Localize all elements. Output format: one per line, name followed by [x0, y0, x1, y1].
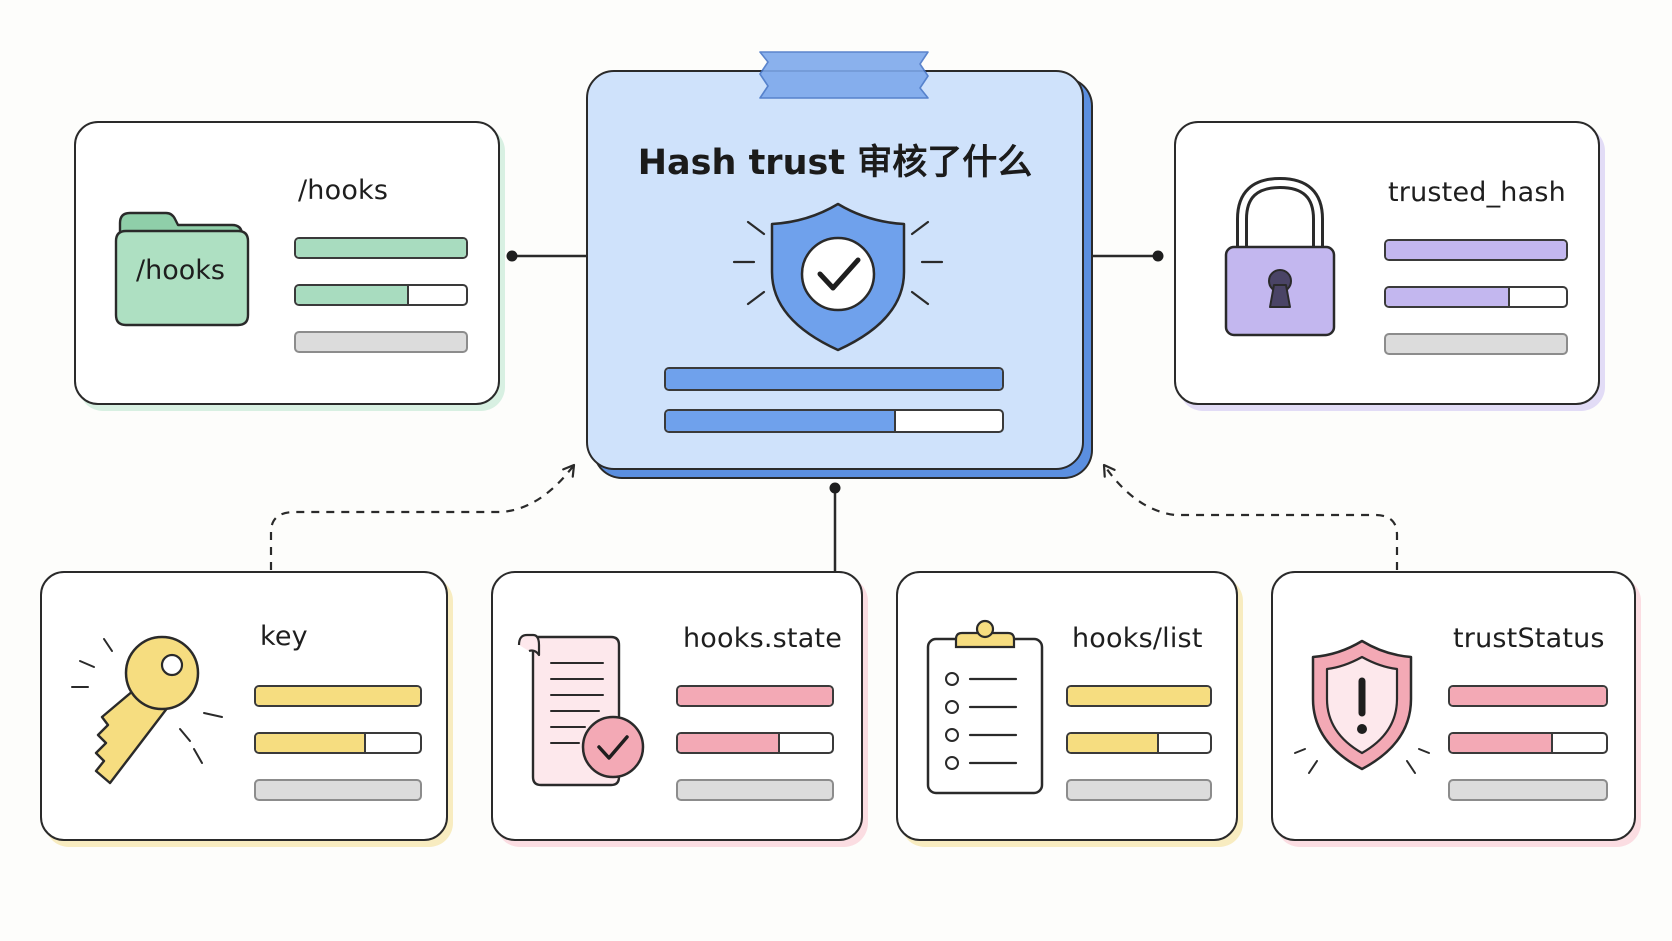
document-check-icon [517, 633, 645, 787]
card-bar [294, 284, 468, 306]
card-bar [1066, 732, 1212, 754]
card-title: hooks/list [1072, 623, 1203, 654]
dashed-arrow-key-to-hub [269, 463, 576, 570]
card-bar-fill [1450, 734, 1554, 752]
card-bar-fill [678, 734, 781, 752]
card-title: trustStatus [1453, 623, 1605, 654]
folder-icon-label: /hooks [136, 255, 225, 286]
card-trusted-hash: trusted_hash [1174, 121, 1600, 405]
card-bar [1448, 779, 1608, 801]
card-bar [676, 732, 834, 754]
padlock-icon [1224, 176, 1336, 337]
card-title: /hooks [298, 175, 389, 206]
card-bar-fill [678, 687, 832, 705]
card-bar [294, 331, 468, 353]
card-bar-fill [296, 239, 466, 257]
card-bar-fill [1386, 241, 1566, 259]
hub-progress-bar [664, 367, 1004, 391]
shield-warning-icon [1294, 639, 1430, 774]
key-icon [71, 635, 223, 785]
card-bar [1384, 239, 1568, 261]
card-bar-fill [666, 369, 1002, 389]
card-hooks-list: hooks/list [896, 571, 1238, 841]
card-trust-status: trustStatus [1271, 571, 1636, 841]
card-bar [676, 685, 834, 707]
shield-check-icon [732, 202, 944, 352]
connector-hub-to-trusted-hash [1084, 250, 1164, 262]
card-title: key [260, 621, 308, 652]
card-bar [1066, 779, 1212, 801]
card-bar-fill [666, 411, 897, 431]
hub-card: Hash trust 审核了什么 [586, 70, 1084, 470]
dashed-arrow-trust-status-to-hub [1102, 463, 1399, 570]
clipboard-list-icon [926, 619, 1044, 795]
card-bar [1384, 286, 1568, 308]
card-bar [254, 779, 422, 801]
connector-hub-to-hooks-state [829, 482, 841, 571]
card-bar [254, 685, 422, 707]
card-bar [1066, 685, 1212, 707]
hub-progress-bar [664, 409, 1004, 433]
card-bar-fill [1450, 687, 1606, 705]
card-key: key [40, 571, 448, 841]
hub-title: Hash trust 审核了什么 [637, 143, 1033, 183]
card-bar-fill [1386, 288, 1511, 306]
card-bar [1448, 732, 1608, 754]
card-bar-fill [1068, 687, 1210, 705]
card-bar [294, 237, 468, 259]
tape-decoration [759, 51, 929, 99]
card-bar [1448, 685, 1608, 707]
card-bar-fill [256, 734, 367, 752]
card-hooks-state: hooks.state [491, 571, 863, 841]
card-bar-fill [296, 286, 409, 304]
connector-hooks-to-hub [506, 250, 586, 262]
card-title: hooks.state [683, 623, 843, 654]
card-bar-fill [1068, 734, 1160, 752]
card-bar [254, 732, 422, 754]
card-hooks: /hooks /hooks [74, 121, 500, 405]
folder-icon [114, 211, 250, 327]
card-bar [1384, 333, 1568, 355]
card-bar [676, 779, 834, 801]
card-title: trusted_hash [1388, 177, 1566, 208]
card-bar-fill [256, 687, 420, 705]
